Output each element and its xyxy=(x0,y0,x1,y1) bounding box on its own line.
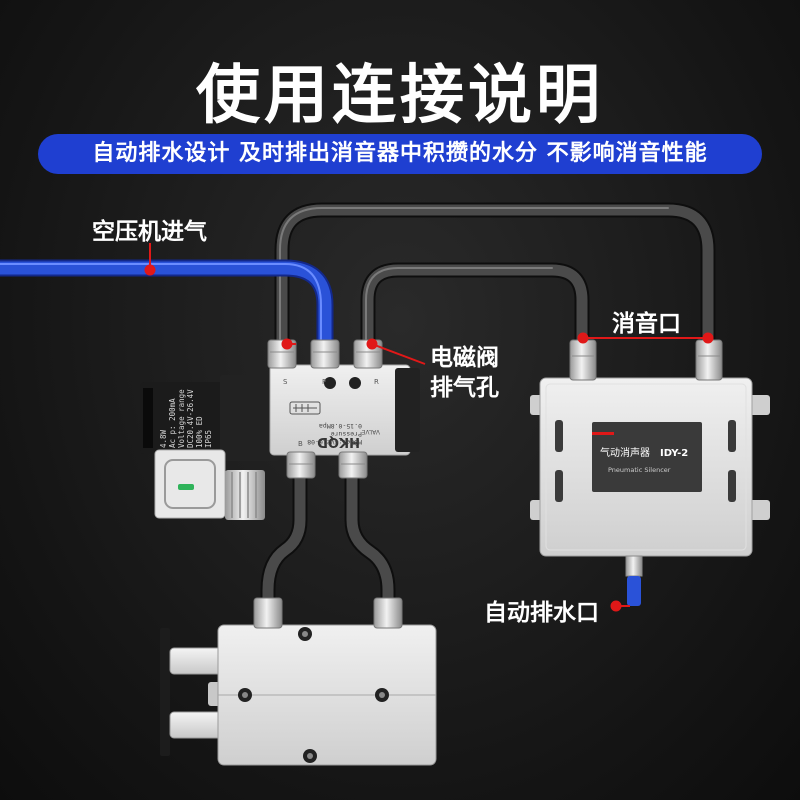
muffler-outer-hose xyxy=(274,202,716,353)
muffler-name-cn: 气动消声器 xyxy=(600,446,650,459)
muffler-plate: 气动消声器 IDY-2 Pneumatic Silencer xyxy=(600,446,688,474)
feature-banner: 自动排水设计 及时排出消音器中积攒的水分 不影响消音性能 xyxy=(38,134,762,174)
valve-brand: HKQD xyxy=(317,434,360,449)
exhaust-marker-right xyxy=(366,338,378,350)
coil-power: 4.8W xyxy=(159,429,168,448)
port-s-letter: S xyxy=(283,378,288,386)
solenoid-coil xyxy=(140,375,280,461)
port-r-letter: R xyxy=(374,378,379,386)
valve-text: VALVE xyxy=(361,428,380,435)
exhaust-marker-left xyxy=(281,338,293,350)
coil-voltage: Voltage range xyxy=(177,389,186,448)
cylinder-hoses xyxy=(260,462,396,613)
muffler-name-en: Pneumatic Silencer xyxy=(608,466,671,474)
muffler-port-label: 消音口 xyxy=(612,311,681,337)
callout-markers xyxy=(144,243,714,612)
air-intake-hose xyxy=(0,259,334,345)
valve-pressure: 0.15-0.8Mpa xyxy=(319,422,362,430)
valve-model: Model:4V210-08 xyxy=(307,438,362,446)
port-b-letter: B xyxy=(298,440,303,448)
muffler-box xyxy=(530,377,770,557)
muffler-model: IDY-2 xyxy=(660,448,688,459)
intake-marker xyxy=(144,264,156,276)
muffler-port-marker-right xyxy=(702,332,714,344)
valve-pressure-label: Pressure xyxy=(331,430,362,438)
valve-exhaust-label-line2: 排气孔 xyxy=(430,375,499,401)
muffler-inner-hose xyxy=(360,262,590,353)
coil-ip: IP65 xyxy=(204,430,213,448)
air-cylinder xyxy=(160,624,437,766)
coil-range: DC20.4V-26.4V xyxy=(186,389,195,448)
coil-current: Ac p: 200mA xyxy=(168,398,177,448)
air-intake-label: 空压机进气 xyxy=(92,219,207,245)
muffler-port-marker-left xyxy=(577,332,589,344)
valve-exhaust-label-line1: 电磁阀 xyxy=(430,345,499,371)
valve-bottom-fittings xyxy=(286,451,368,479)
page-title: 使用连接说明 xyxy=(196,59,604,133)
port-a-letter: A xyxy=(352,440,357,448)
port-p-letter: P xyxy=(322,378,326,386)
drain-marker xyxy=(610,600,622,612)
connector-plug xyxy=(154,449,265,520)
coil-ed: 100% ED xyxy=(195,416,204,448)
solenoid-valve xyxy=(269,364,420,456)
valve-port-letters: S P R B A xyxy=(283,378,379,448)
auto-drain-label: 自动排水口 xyxy=(484,600,599,626)
muffler-top-fittings xyxy=(569,339,723,381)
coil-label: 4.8W Ac p: 200mA Voltage range DC20.4V-2… xyxy=(159,389,213,448)
cylinder-fittings xyxy=(253,597,403,629)
drain-fitting xyxy=(625,555,643,606)
